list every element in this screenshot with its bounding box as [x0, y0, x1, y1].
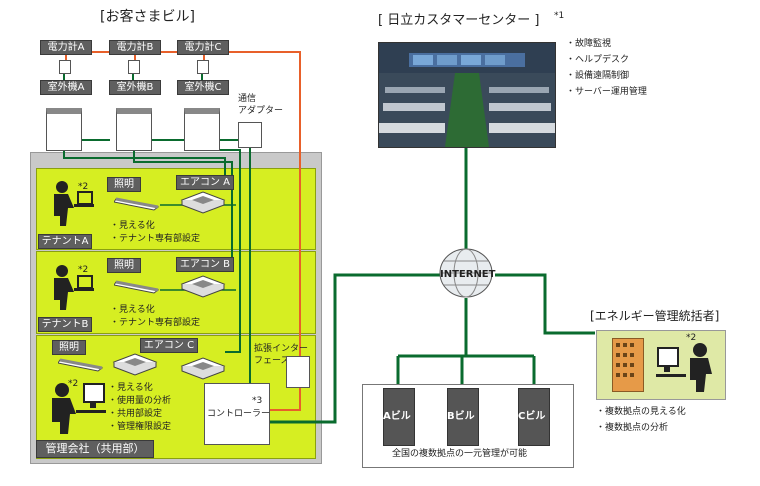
internet-label: INTERNET [440, 269, 496, 280]
building-b-label: Bビル [447, 411, 475, 422]
tenant-a-name: テナントA [38, 234, 92, 249]
internet-globe-icon [436, 246, 496, 300]
multi-site-caption: 全国の複数拠点の一元管理が可能 [392, 449, 528, 459]
management-note: *2 [68, 379, 79, 389]
tenant-b-aircon-label: エアコン B [176, 257, 234, 272]
ext-interface-icon [286, 356, 310, 388]
energy-manager-feature-1: ・複数拠点の見える化 [596, 407, 686, 417]
center-service-4: ・サーバー運用管理 [566, 87, 647, 97]
meter-a-label: 電力計A [40, 40, 92, 55]
management-name: 管理会社（共用部） [36, 440, 154, 458]
comm-adapter-label: 通信 アダプター [238, 94, 284, 116]
meter-a-icon [59, 60, 71, 74]
person-at-laptop-icon [42, 180, 100, 228]
building-a-icon [383, 388, 415, 446]
management-feature-3: ・共用部設定 [108, 409, 163, 419]
energy-manager-feature-2: ・複数拠点の分析 [596, 423, 669, 433]
outdoor-unit-b-icon [116, 108, 152, 151]
outdoor-a-label: 室外機A [40, 80, 92, 95]
management-feature-4: ・管理権限設定 [108, 422, 172, 432]
tenant-a-feature-2: ・テナント専有部設定 [110, 234, 201, 244]
energy-manager-note: *2 [686, 333, 697, 343]
center-service-2: ・ヘルプデスク [566, 55, 630, 65]
management-light-label: 照明 [52, 340, 86, 355]
meter-c-icon [197, 60, 209, 74]
management-feature-1: ・見える化 [108, 383, 153, 393]
person-at-desktop-icon [654, 342, 718, 394]
ceiling-aircon-icon [178, 190, 228, 214]
ceiling-aircon-icon [178, 274, 228, 298]
ceiling-light-icon [114, 276, 162, 294]
center-title: [ 日立カスタマーセンター ] [378, 13, 540, 28]
server-rack-icon [612, 338, 644, 392]
ceiling-light-icon [58, 354, 106, 372]
outdoor-b-label: 室外機B [109, 80, 161, 95]
person-at-laptop-icon [42, 264, 100, 312]
outdoor-unit-a-icon [46, 108, 82, 151]
center-service-1: ・故障監視 [566, 39, 612, 49]
tenant-b-light-label: 照明 [107, 258, 141, 273]
comm-adapter-icon [238, 122, 262, 148]
meter-c-label: 電力計C [177, 40, 229, 55]
center-note: *1 [554, 11, 565, 21]
building-b-icon [447, 388, 479, 446]
tenant-a-note: *2 [78, 182, 89, 192]
person-at-desktop-icon [44, 378, 108, 436]
ceiling-light-icon [114, 193, 162, 211]
customer-building-title: [お客さまビル] [100, 9, 195, 25]
management-aircon-label: エアコン C [140, 338, 198, 353]
building-c-label: Cビル [518, 411, 546, 422]
tenant-b-feature-2: ・テナント専有部設定 [110, 318, 201, 328]
meter-b-label: 電力計B [109, 40, 161, 55]
building-c-icon [518, 388, 550, 446]
tenant-b-feature-1: ・見える化 [110, 305, 155, 315]
controller-note: *3 [252, 396, 263, 406]
outdoor-unit-c-icon [184, 108, 220, 151]
outdoor-c-label: 室外機C [177, 80, 229, 95]
tenant-a-aircon-label: エアコン A [176, 175, 234, 190]
building-a-label: Aビル [383, 411, 411, 422]
ext-interface-label: 拡張インター フェース [254, 344, 309, 366]
control-room-photo [378, 42, 556, 148]
tenant-a-light-label: 照明 [107, 177, 141, 192]
controller-label: コントローラー [207, 409, 271, 419]
ceiling-aircon-icon [110, 352, 160, 376]
controller-box [204, 383, 270, 445]
tenant-a-feature-1: ・見える化 [110, 221, 155, 231]
tenant-b-name: テナントB [38, 317, 92, 332]
center-service-3: ・設備遠隔制御 [566, 71, 630, 81]
ceiling-aircon-icon [178, 356, 228, 380]
tenant-b-note: *2 [78, 265, 89, 275]
energy-manager-title: [エネルギー管理統括者] [590, 309, 720, 323]
meter-b-icon [128, 60, 140, 74]
management-feature-2: ・使用量の分析 [108, 396, 172, 406]
